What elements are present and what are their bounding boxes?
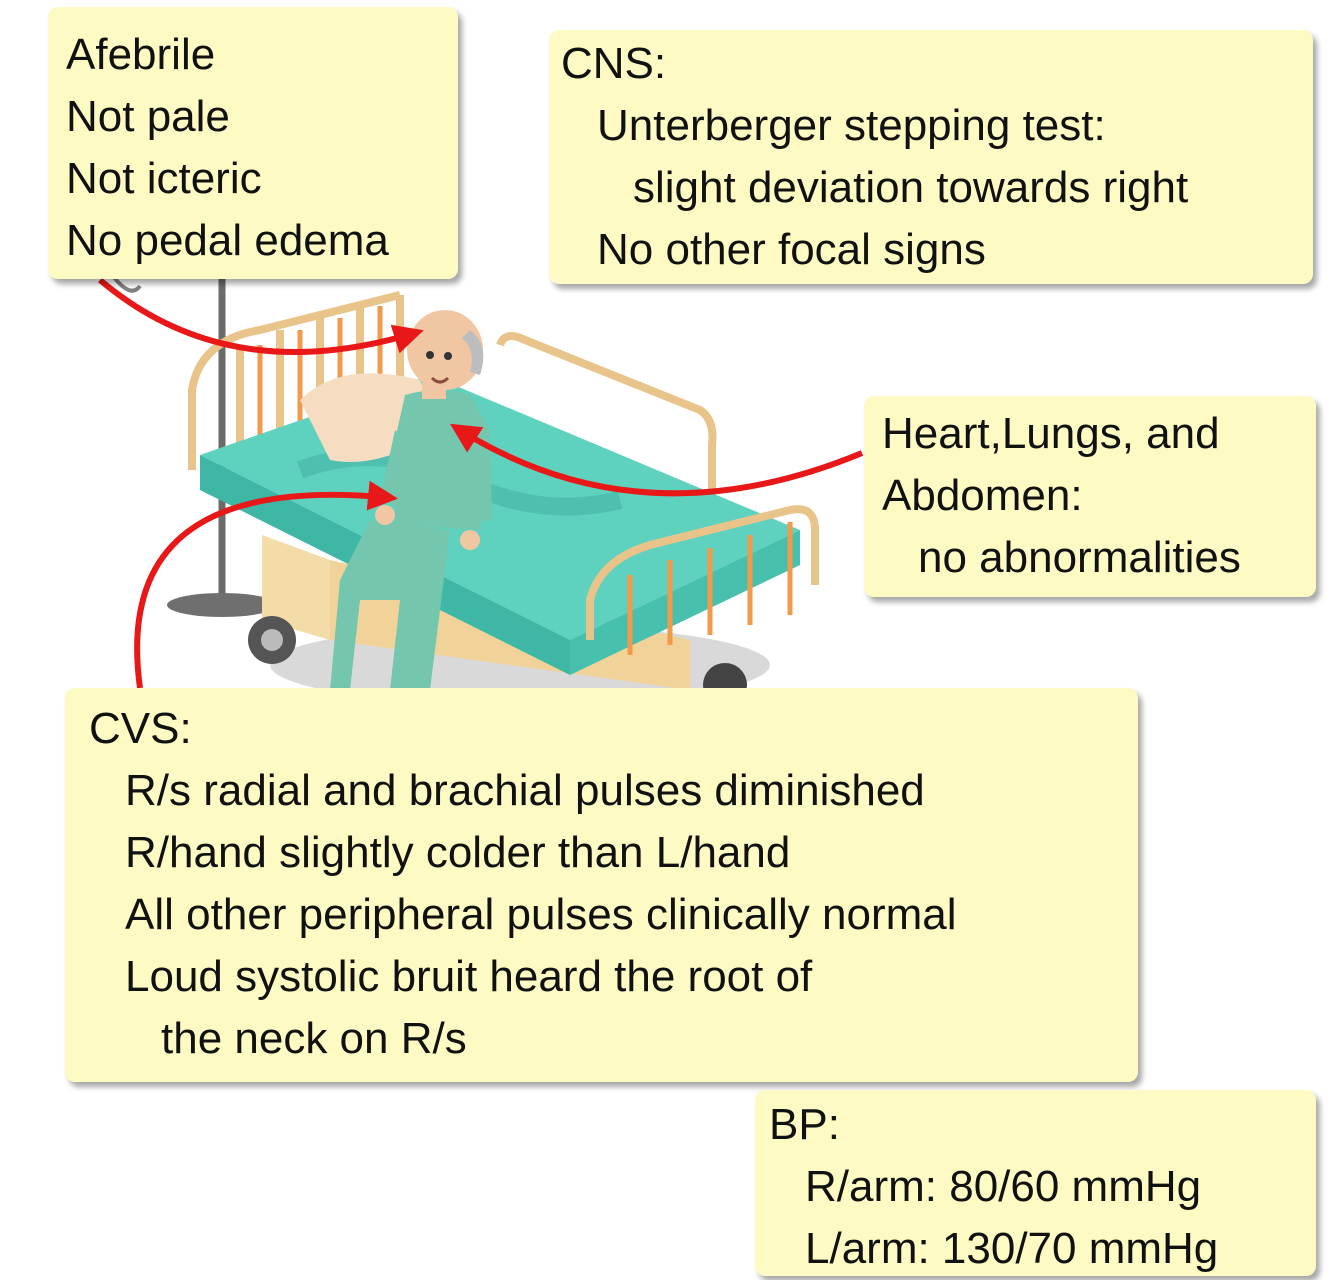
cns-heading: CNS: [561, 39, 667, 88]
cns-unterberger-line: Unterberger stepping test: [597, 101, 1106, 150]
cvs-heading: CVS: [89, 704, 192, 753]
abdomen-heading: Abdomen: [882, 471, 1083, 520]
general-line-pallor: Not pale [66, 92, 230, 141]
arrow-heart-to-chest [449, 423, 864, 497]
heart-lungs-heading: Heart,Lungs, and [882, 409, 1220, 458]
cvs-line-bruit: Loud systolic bruit heard the root of [125, 952, 813, 1001]
general-exam-box: Afebrile Not pale Not icteric No pedal e… [48, 7, 458, 279]
connector-arrows [98, 277, 864, 689]
cvs-line-bruit-continued: the neck on R/s [161, 1014, 467, 1063]
iv-stand-icon [108, 270, 277, 617]
cns-focal-signs-line: No other focal signs [597, 225, 986, 274]
cvs-line-hand-colder: R/hand slightly colder than L/hand [125, 828, 791, 877]
general-line-icterus: Not icteric [66, 154, 262, 203]
bp-heading: BP: [769, 1100, 840, 1149]
heart-lungs-abdomen-box: Heart,Lungs, and Abdomen: no abnormaliti… [864, 396, 1316, 597]
bp-left-arm: L/arm: 130/70 mmHg [805, 1224, 1219, 1273]
cvs-line-pulses-diminished: R/s radial and brachial pulses diminishe… [125, 766, 925, 815]
heart-lungs-finding: no abnormalities [918, 533, 1241, 582]
hospital-bed-icon [188, 291, 819, 707]
general-line-afebrile: Afebrile [66, 30, 216, 79]
arrow-cvs-to-arm [134, 480, 398, 689]
blood-pressure-box: BP: R/arm: 80/60 mmHg L/arm: 130/70 mmHg [755, 1090, 1316, 1276]
bp-right-arm: R/arm: 80/60 mmHg [805, 1162, 1202, 1211]
cvs-line-other-pulses: All other peripheral pulses clinically n… [125, 890, 957, 939]
cns-exam-box: CNS: Unterberger stepping test: slight d… [549, 30, 1313, 284]
general-line-edema: No pedal edema [66, 216, 389, 265]
arrow-general-to-head [98, 277, 424, 355]
cns-deviation-line: slight deviation towards right [633, 163, 1189, 212]
cvs-exam-box: CVS: R/s radial and brachial pulses dimi… [65, 688, 1138, 1082]
